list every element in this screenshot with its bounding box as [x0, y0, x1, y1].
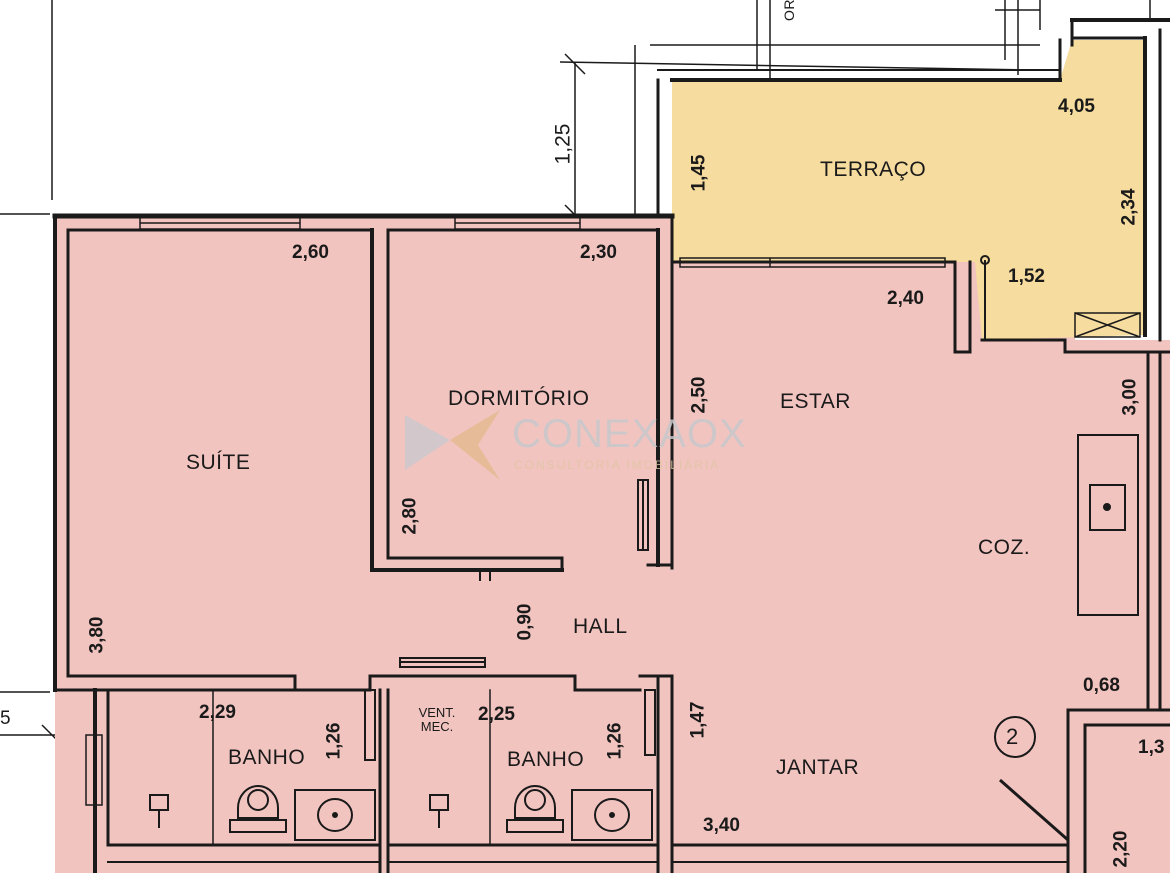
dim-2-29: 2,29 — [199, 702, 236, 723]
dim-2-50: 2,50 — [688, 376, 710, 414]
dim-1-3: 1,3 — [1138, 737, 1165, 758]
dim-2-80: 2,80 — [399, 497, 421, 535]
room-fills — [55, 40, 1170, 873]
dim-0-68: 0,68 — [1083, 675, 1120, 696]
dim-1-45: 1,45 — [688, 154, 710, 192]
dim-3-80: 3,80 — [86, 616, 108, 654]
dim-1-47: 1,47 — [687, 701, 709, 739]
watermark-tagline: CONSULTORIA IMOBILIÁRIA — [514, 458, 721, 472]
dim-1-26-b: 1,26 — [604, 722, 626, 760]
room-label-suite: SUÍTE — [186, 451, 251, 474]
room-label-banho-2: BANHO — [507, 748, 585, 771]
pink-area-main — [55, 216, 1075, 873]
room-label-dormitorio: DORMITÓRIO — [448, 387, 590, 410]
dim-5: 5 — [0, 708, 11, 729]
dim-0-90: 0,90 — [514, 603, 536, 641]
dim-2-40: 2,40 — [887, 288, 924, 309]
watermark-logo — [405, 410, 500, 480]
dim-3-00: 3,00 — [1119, 378, 1141, 416]
edge-text: OR — [781, 0, 797, 21]
dim-3-40: 3,40 — [703, 815, 740, 836]
marker-circle — [994, 716, 1036, 758]
dim-2-25: 2,25 — [478, 704, 515, 725]
room-label-estar: ESTAR — [780, 390, 851, 413]
windows — [85, 216, 1141, 806]
room-label-banho-1: BANHO — [228, 746, 306, 769]
walls — [52, 18, 1170, 873]
pink-area-right — [1065, 340, 1170, 873]
dim-1-25: 1,25 — [551, 123, 575, 165]
dim-1-26-a: 1,26 — [323, 722, 345, 760]
dim-2-34: 2,34 — [1118, 188, 1140, 226]
dim-1-52: 1,52 — [1008, 266, 1045, 287]
terrace-fill — [672, 40, 1145, 340]
doors — [364, 255, 1069, 842]
room-label-jantar: JANTAR — [776, 756, 860, 779]
dim-4-05: 4,05 — [1058, 96, 1095, 117]
watermark-brand: CONEXAOX — [512, 412, 747, 456]
marker-number: 2 — [1006, 724, 1019, 749]
room-label-vent-mec: VENT. MEC. — [418, 705, 456, 734]
kitchen-counter — [1077, 434, 1139, 616]
bath-fixtures — [149, 785, 653, 841]
room-label-terraco: TERRAÇO — [820, 158, 927, 181]
room-label-coz: COZ. — [978, 536, 1031, 559]
dim-2-60: 2,60 — [292, 242, 329, 263]
reference-lines — [0, 0, 1151, 746]
dim-2-20: 2,20 — [1110, 830, 1132, 868]
dim-2-30: 2,30 — [580, 242, 617, 263]
room-label-hall: HALL — [573, 615, 628, 638]
